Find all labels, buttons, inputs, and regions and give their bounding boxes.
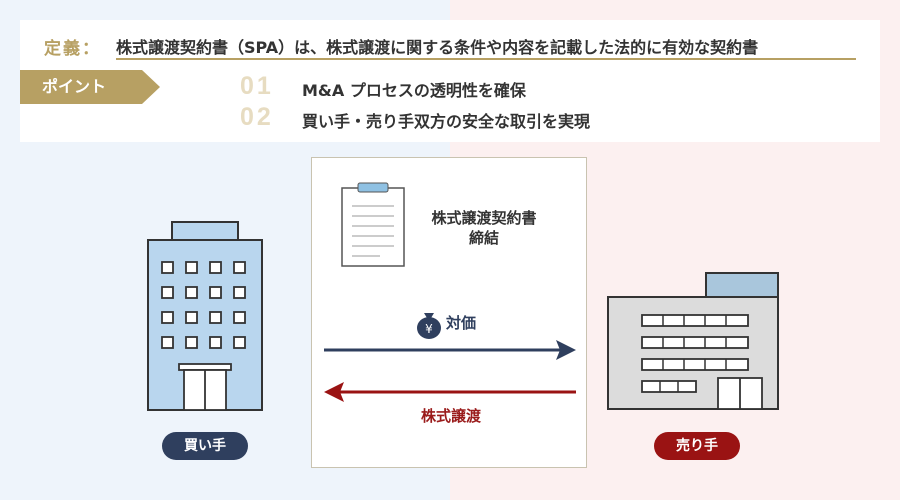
point-text-2: 買い手・売り手双方の安全な取引を実現	[302, 112, 591, 131]
definition-underline	[116, 58, 856, 60]
point-number-1: 01	[240, 72, 274, 100]
money-bag-icon: ¥	[417, 313, 441, 339]
price-label: 対価	[446, 314, 477, 332]
contract-title: 株式譲渡契約書 締結	[414, 208, 554, 248]
seller-building-icon	[607, 272, 779, 410]
contract-title-line1: 株式譲渡契約書	[431, 209, 537, 227]
contract-title-line2: 締結	[468, 229, 499, 247]
buyer-badge: 買い手	[162, 432, 248, 460]
definition-text: 株式譲渡契約書（SPA）は、株式譲渡に関する条件や内容を記載した法的に有効な契約…	[116, 38, 759, 57]
transfer-label: 株式譲渡	[420, 407, 481, 425]
point-text-1: M&A プロセスの透明性を確保	[302, 81, 526, 100]
definition-label: 定義：	[44, 39, 101, 59]
buyer-building-icon	[147, 221, 263, 411]
document-icon	[341, 182, 405, 267]
seller-badge: 売り手	[654, 432, 740, 460]
points-tag: ポイント	[20, 70, 160, 104]
price-arrow	[324, 340, 576, 360]
transfer-arrow	[324, 382, 576, 402]
point-number-2: 02	[240, 103, 274, 131]
info-panel: 定義： 株式譲渡契約書（SPA）は、株式譲渡に関する条件や内容を記載した法的に有…	[20, 20, 880, 142]
svg-text:¥: ¥	[425, 322, 433, 336]
